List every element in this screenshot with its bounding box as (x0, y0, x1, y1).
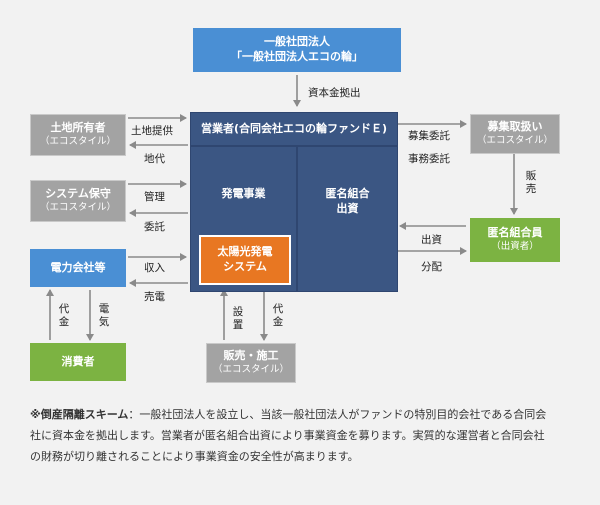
label-investment: 出資 (421, 234, 442, 246)
association-line1: 一般社団法人 (264, 35, 330, 49)
label-entrustment: 委託 (144, 221, 165, 233)
label-ground-rent: 地代 (144, 153, 165, 165)
label-electricity: 電気 (98, 303, 110, 328)
label-install: 設置 (232, 306, 244, 331)
maintenance-subtitle: （エコスタイル） (39, 202, 116, 214)
label-fee: 代金 (58, 303, 70, 328)
power-company-title: 電力会社等 (50, 260, 106, 274)
label-capital: 資本金拠出 (308, 87, 361, 99)
landowner-subtitle: （エコスタイル） (39, 136, 116, 148)
consumer-title: 消費者 (61, 354, 95, 368)
label-power-sale: 売電 (144, 291, 165, 303)
landowner-title: 土地所有者 (50, 121, 106, 135)
association-line2: 「一般社団法人エコの輪」 (231, 50, 363, 63)
recruitment-subtitle: （エコスタイル） (476, 135, 553, 147)
landowner-box: 土地所有者 （エコスタイル） (30, 114, 126, 156)
general-incorporated-association: 一般社団法人 「一般社団法人エコの輪」 (193, 28, 401, 72)
recruitment-title: 募集取扱い (487, 120, 543, 134)
maintenance-title: システム保守 (45, 187, 111, 201)
label-admin-commission: 事務委託 (408, 153, 450, 165)
solar-system-box: 太陽光発電 システム (199, 235, 291, 285)
anonymous-partnership-box: 匿名組合 出資 (297, 146, 398, 292)
maintenance-box: システム保守 （エコスタイル） (30, 180, 126, 222)
note-heading: ※倒産隔離スキーム (30, 408, 129, 421)
anon-investment-line2: 出資 (336, 201, 359, 215)
solar-system-line1: 太陽光発電 (217, 245, 273, 259)
label-management: 管理 (144, 191, 165, 203)
anon-investment-line1: 匿名組合 (325, 187, 370, 200)
sales-construction-title: 販売・施工 (223, 349, 279, 363)
members-subtitle: （出資者） (491, 241, 539, 253)
sales-construction-subtitle: （エコスタイル） (212, 364, 289, 376)
anonymous-members-box: 匿名組合員 （出資者） (470, 218, 560, 262)
label-revenue: 収入 (144, 262, 165, 274)
label-fee-right: 代金 (272, 303, 284, 328)
operator-header: 営業者(合同会社エコの輪ファンドＥ) (190, 112, 398, 146)
recruitment-box: 募集取扱い （エコスタイル） (470, 114, 560, 154)
consumer-box: 消費者 (30, 343, 126, 381)
solar-system-line2: システム (223, 260, 267, 273)
bankruptcy-remote-note: ※倒産隔離スキーム：一般社団法人を設立し、当該一般社団法人がファンドの特別目的会… (30, 404, 550, 467)
power-business-label: 発電事業 (221, 187, 266, 200)
operator-header-label: 営業者(合同会社エコの輪ファンドＥ) (200, 121, 388, 135)
label-recruit-commission: 募集委託 (408, 130, 450, 142)
power-company-box: 電力会社等 (30, 249, 126, 287)
members-title: 匿名組合員 (487, 226, 543, 240)
label-sales: 販売 (525, 170, 537, 195)
note-body: ：一般社団法人を設立し、当該一般社団法人がファンドの特別目的会社である合同会社に… (30, 408, 547, 463)
label-distribution: 分配 (421, 261, 442, 273)
label-land-provision: 土地提供 (131, 125, 173, 137)
sales-construction-box: 販売・施工 （エコスタイル） (206, 343, 296, 383)
